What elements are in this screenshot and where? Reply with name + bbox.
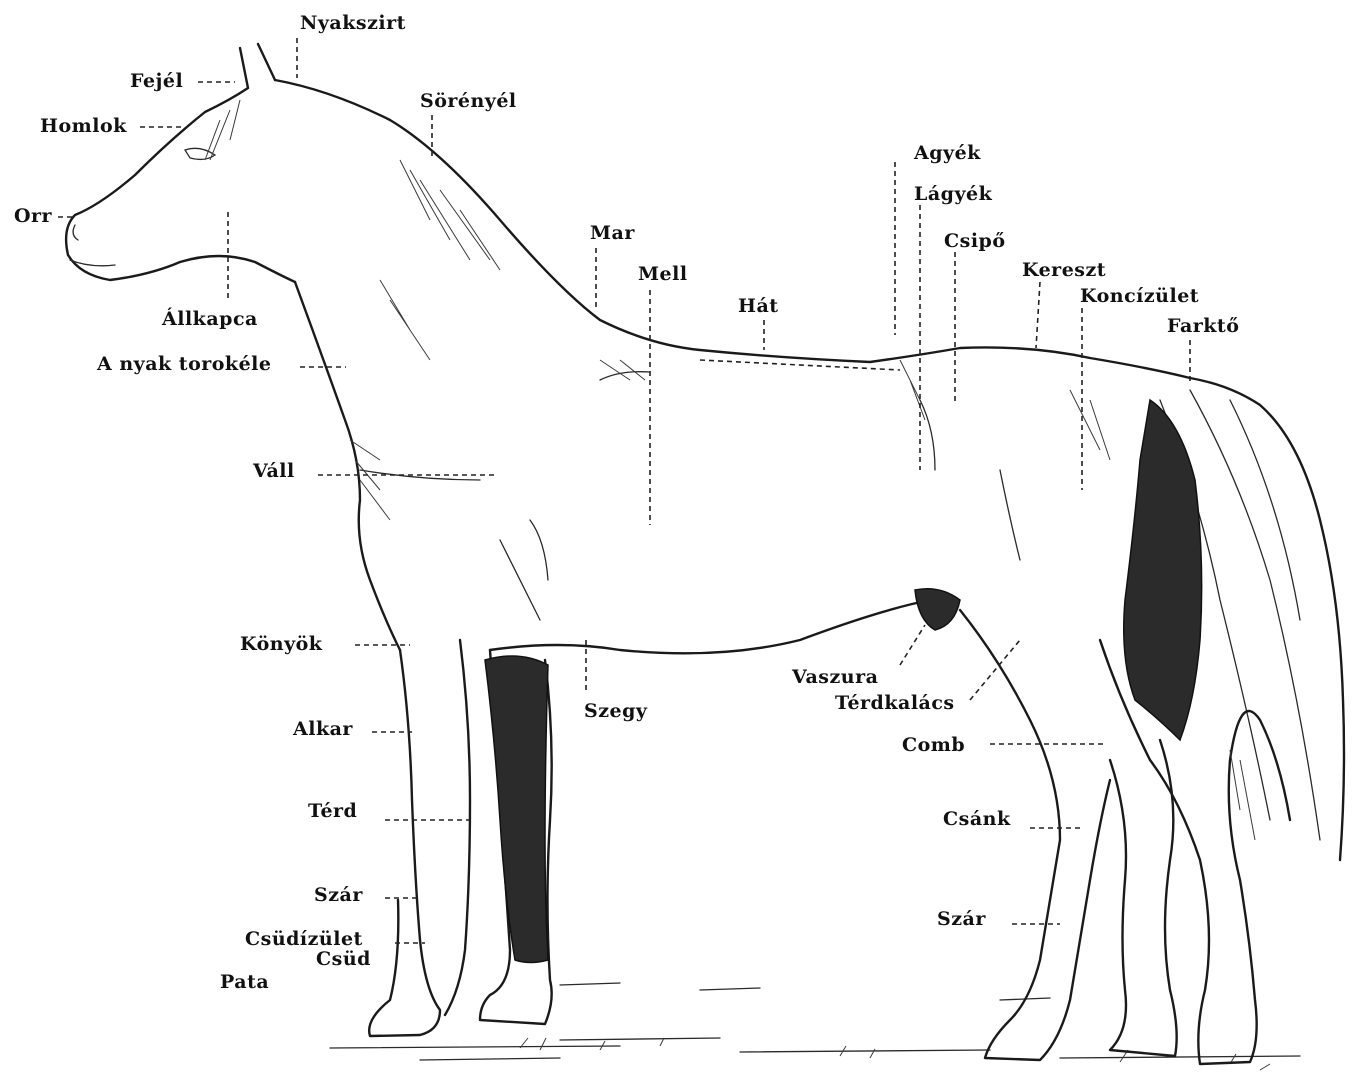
label-alkar: Alkar bbox=[293, 720, 353, 739]
label-szar-hind: Szár bbox=[937, 910, 986, 929]
leader-kereszt bbox=[1036, 282, 1040, 348]
label-konyok: Könyök bbox=[240, 635, 322, 654]
ground bbox=[330, 983, 1300, 1070]
label-sorenyel: Sörényél bbox=[420, 92, 517, 111]
label-csank: Csánk bbox=[943, 810, 1011, 829]
label-kereszt: Kereszt bbox=[1022, 261, 1106, 280]
label-mar: Mar bbox=[590, 224, 635, 243]
leader-terdkalacs bbox=[970, 640, 1020, 700]
label-csipo: Csipő bbox=[944, 232, 1006, 251]
label-mell: Mell bbox=[638, 265, 688, 284]
label-fejel: Fejél bbox=[130, 72, 183, 91]
label-csudizulet: Csüdízület bbox=[245, 930, 363, 949]
label-vaszura: Vaszura bbox=[792, 668, 878, 687]
label-terdkalacs: Térdkalács bbox=[835, 694, 955, 713]
leader-lines bbox=[58, 38, 1190, 943]
label-hat: Hát bbox=[738, 297, 779, 316]
label-koncizulet: Koncízület bbox=[1080, 287, 1199, 306]
label-torokele: A nyak torokéle bbox=[97, 355, 272, 374]
label-comb: Comb bbox=[902, 736, 965, 755]
label-nyakszirt: Nyakszirt bbox=[300, 14, 406, 33]
label-homlok: Homlok bbox=[40, 117, 127, 136]
label-szegy: Szegy bbox=[584, 702, 647, 721]
label-csud: Csüd bbox=[316, 950, 371, 969]
label-farkto: Farktő bbox=[1167, 317, 1239, 336]
label-orr: Orr bbox=[14, 207, 52, 226]
label-lagyek: Lágyék bbox=[914, 185, 992, 204]
leader-vaszura bbox=[900, 625, 925, 665]
label-vall: Váll bbox=[253, 462, 295, 481]
label-allkapca: Állkapca bbox=[162, 310, 258, 329]
label-agyek: Agyék bbox=[914, 144, 981, 163]
label-pata: Pata bbox=[220, 973, 269, 992]
label-szar-front: Szár bbox=[314, 886, 363, 905]
label-terd: Térd bbox=[308, 802, 357, 821]
